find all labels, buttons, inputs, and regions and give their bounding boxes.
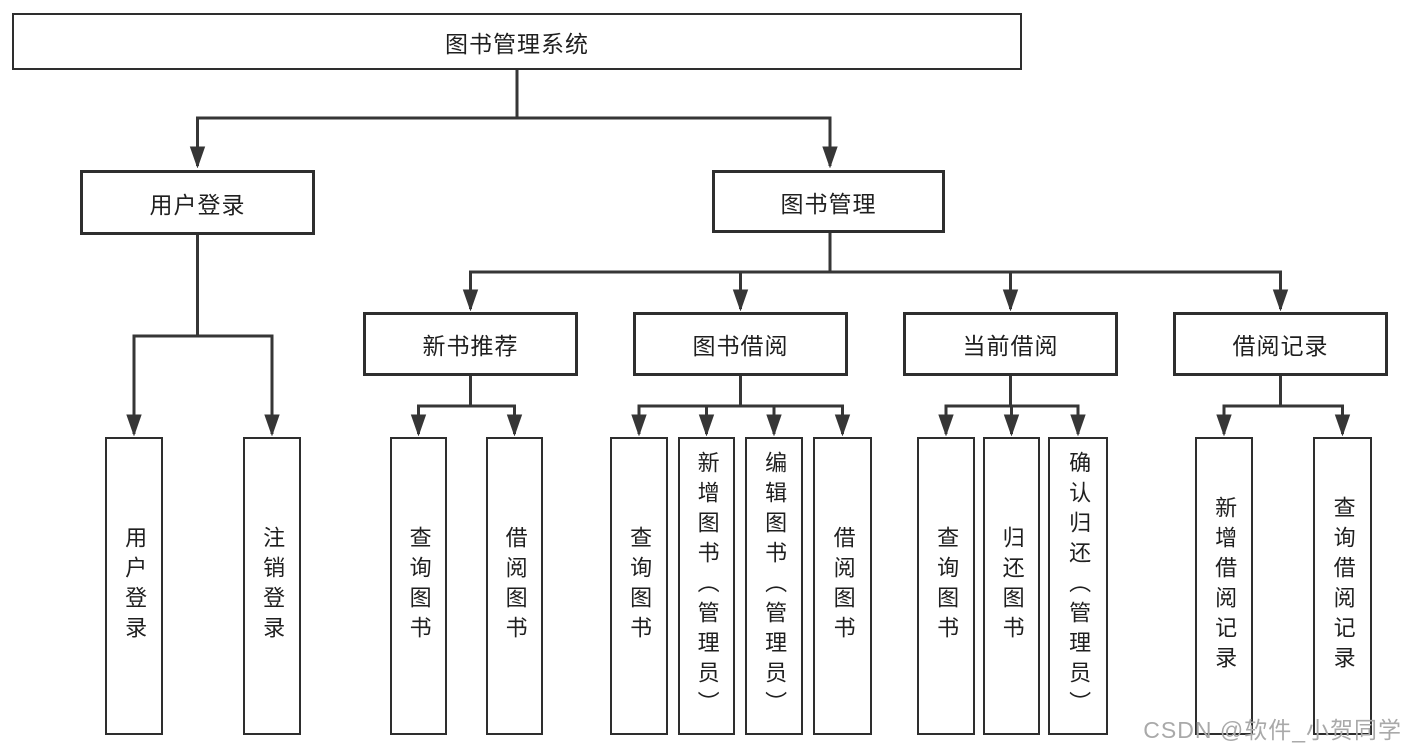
leaf-query-books-current: 查询图书	[917, 437, 975, 735]
node-book-borrowing: 图书借阅	[633, 312, 848, 376]
leaf-confirm-return-admin: 确认归还（管理员）	[1048, 437, 1108, 735]
leaf-add-books-admin: 新增图书（管理员）	[678, 437, 735, 735]
leaf-user-login: 用户登录	[105, 437, 163, 735]
leaf-query-borrow-record: 查询借阅记录	[1313, 437, 1372, 735]
leaf-add-borrow-record: 新增借阅记录	[1195, 437, 1253, 735]
leaf-logout: 注销登录	[243, 437, 301, 735]
node-new-book-recommendation: 新书推荐	[363, 312, 578, 376]
leaf-return-books: 归还图书	[983, 437, 1040, 735]
leaf-borrow-books: 借阅图书	[813, 437, 872, 735]
leaf-edit-books-admin: 编辑图书（管理员）	[745, 437, 803, 735]
node-borrowing-records: 借阅记录	[1173, 312, 1388, 376]
node-user-login: 用户登录	[80, 170, 315, 235]
node-book-management: 图书管理	[712, 170, 945, 233]
leaf-borrow-books-recommend: 借阅图书	[486, 437, 543, 735]
leaf-query-books-recommend: 查询图书	[390, 437, 447, 735]
csdn-watermark: CSDN @软件_小贺同学	[1143, 717, 1402, 743]
node-current-borrowing: 当前借阅	[903, 312, 1118, 376]
node-library-system: 图书管理系统	[12, 13, 1022, 70]
leaf-query-books-borrow: 查询图书	[610, 437, 668, 735]
